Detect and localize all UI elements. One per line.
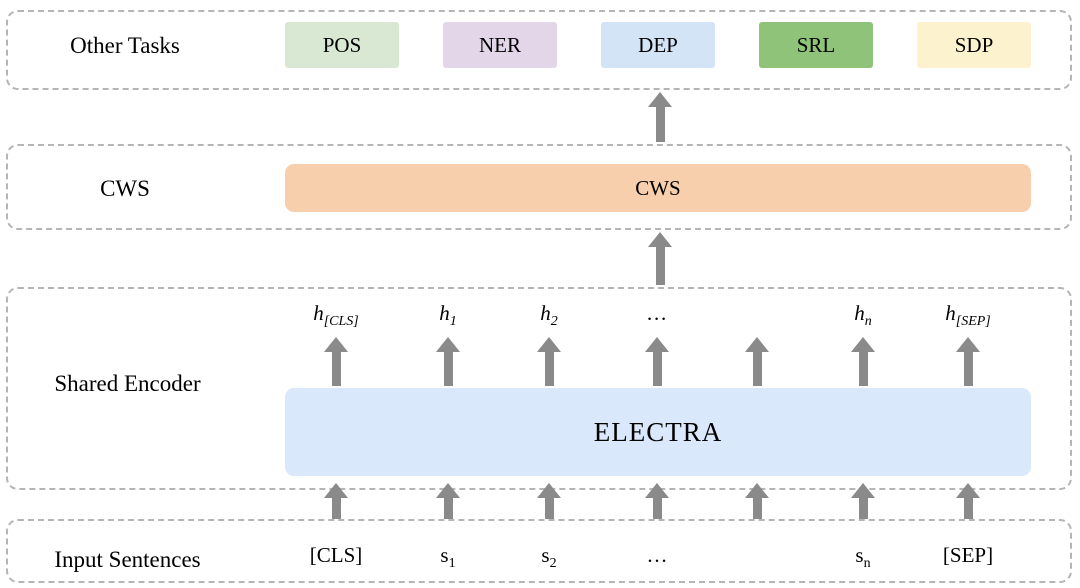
hidden-state-sub: 2 (550, 314, 558, 330)
arrow-head-icon (324, 483, 348, 498)
up-arrow-in-mid2 (745, 483, 769, 539)
token-sub: n (863, 556, 871, 572)
task-box-sdp-label: SDP (954, 32, 994, 57)
arrow-head-icon (645, 483, 669, 498)
up-arrow-h-n (851, 337, 875, 386)
token-sub: 1 (448, 556, 456, 572)
token-base: s (541, 543, 550, 567)
task-box-ner-label: NER (479, 32, 521, 57)
up-arrow-in-mid1 (645, 483, 669, 539)
hidden-state-base: h (540, 301, 551, 325)
up-arrow-encoder-to-cws (648, 232, 672, 285)
up-arrow-in-2 (537, 483, 561, 539)
hidden-state-base: h (945, 301, 956, 325)
electra-box-label: ELECTRA (593, 416, 723, 447)
arrow-head-icon (851, 483, 875, 498)
input-token-1: s1 (440, 543, 455, 572)
arrow-shaft (858, 498, 868, 539)
task-box-dep-label: DEP (638, 32, 678, 57)
input-sentences-section (6, 519, 1072, 583)
up-arrow-h-cls (324, 337, 348, 386)
other-tasks-label: Other Tasks (70, 33, 180, 58)
arrow-head-icon (436, 483, 460, 498)
arrow-shaft (963, 498, 973, 539)
task-box-pos-label: POS (322, 32, 362, 57)
hidden-state-label-cls: h[CLS] (313, 301, 359, 330)
arrow-shaft (752, 352, 762, 386)
arrow-shaft (652, 498, 662, 539)
arrow-head-icon (956, 483, 980, 498)
electra-box: ELECTRA (285, 388, 1031, 476)
input-token-ellipsis: … (647, 543, 668, 572)
task-box-srl: SRL (759, 22, 873, 68)
arrow-head-icon (324, 337, 348, 352)
hidden-state-base: … (647, 301, 667, 325)
arrow-head-icon (956, 337, 980, 352)
arrow-head-icon (745, 337, 769, 352)
hidden-state-sub: n (864, 314, 872, 330)
token-base: s (855, 543, 864, 567)
hidden-state-base: h (313, 301, 324, 325)
input-token-n: sn (855, 543, 870, 572)
input-sentences-label: Input Sentences (54, 547, 201, 572)
arrow-head-icon (648, 232, 672, 247)
arrow-shaft (544, 352, 554, 386)
token-base: [SEP] (942, 543, 994, 567)
arrow-shaft (544, 498, 554, 539)
arrow-head-icon (648, 92, 672, 107)
arrow-shaft (655, 247, 665, 285)
arrow-shaft (443, 352, 453, 386)
arrow-shaft (655, 107, 665, 142)
cws-side-label: CWS (100, 176, 150, 201)
up-arrow-h-sep (956, 337, 980, 386)
hidden-state-sub: 1 (449, 314, 457, 330)
up-arrow-h-1 (436, 337, 460, 386)
arrow-shaft (858, 352, 868, 386)
arrow-shaft (963, 352, 973, 386)
task-box-ner: NER (443, 22, 557, 68)
input-token-cls: [CLS] (310, 543, 363, 572)
up-arrow-h-mid1 (645, 337, 669, 386)
token-sub: 2 (549, 556, 557, 572)
up-arrow-h-mid2 (745, 337, 769, 386)
token-base: s (440, 543, 449, 567)
arrow-head-icon (645, 337, 669, 352)
token-base: [CLS] (309, 543, 363, 567)
task-box-srl-label: SRL (796, 32, 836, 57)
arrow-shaft (752, 498, 762, 539)
task-box-sdp: SDP (917, 22, 1031, 68)
up-arrow-in-cls (324, 483, 348, 539)
arrow-head-icon (851, 337, 875, 352)
cws-box: CWS (285, 164, 1031, 212)
hidden-state-label-n: hn (854, 301, 872, 330)
hidden-state-label-sep: h[SEP] (945, 301, 991, 330)
arrow-head-icon (436, 337, 460, 352)
arrow-shaft (652, 352, 662, 386)
token-base: … (646, 543, 668, 567)
hidden-state-sub: [CLS] (323, 314, 359, 330)
up-arrow-cws-to-tasks (648, 92, 672, 142)
up-arrow-in-sep (956, 483, 980, 539)
arrow-head-icon (537, 337, 561, 352)
arrow-shaft (331, 352, 341, 386)
arrow-head-icon (537, 483, 561, 498)
task-box-dep: DEP (601, 22, 715, 68)
hidden-state-sub: [SEP] (955, 314, 991, 330)
arrow-shaft (331, 498, 341, 539)
up-arrow-h-2 (537, 337, 561, 386)
hidden-state-base: h (854, 301, 865, 325)
up-arrow-in-n (851, 483, 875, 539)
hidden-state-base: h (439, 301, 450, 325)
arrow-shaft (443, 498, 453, 539)
input-token-2: s2 (541, 543, 556, 572)
input-token-sep: [SEP] (943, 543, 993, 572)
up-arrow-in-1 (436, 483, 460, 539)
shared-encoder-label: Shared Encoder (54, 371, 201, 396)
task-box-pos: POS (285, 22, 399, 68)
arrow-head-icon (745, 483, 769, 498)
hidden-state-label-2: h2 (540, 301, 558, 330)
hidden-state-label-ellipsis: … (648, 301, 667, 330)
cws-box-label: CWS (635, 175, 681, 200)
hidden-state-label-1: h1 (439, 301, 457, 330)
